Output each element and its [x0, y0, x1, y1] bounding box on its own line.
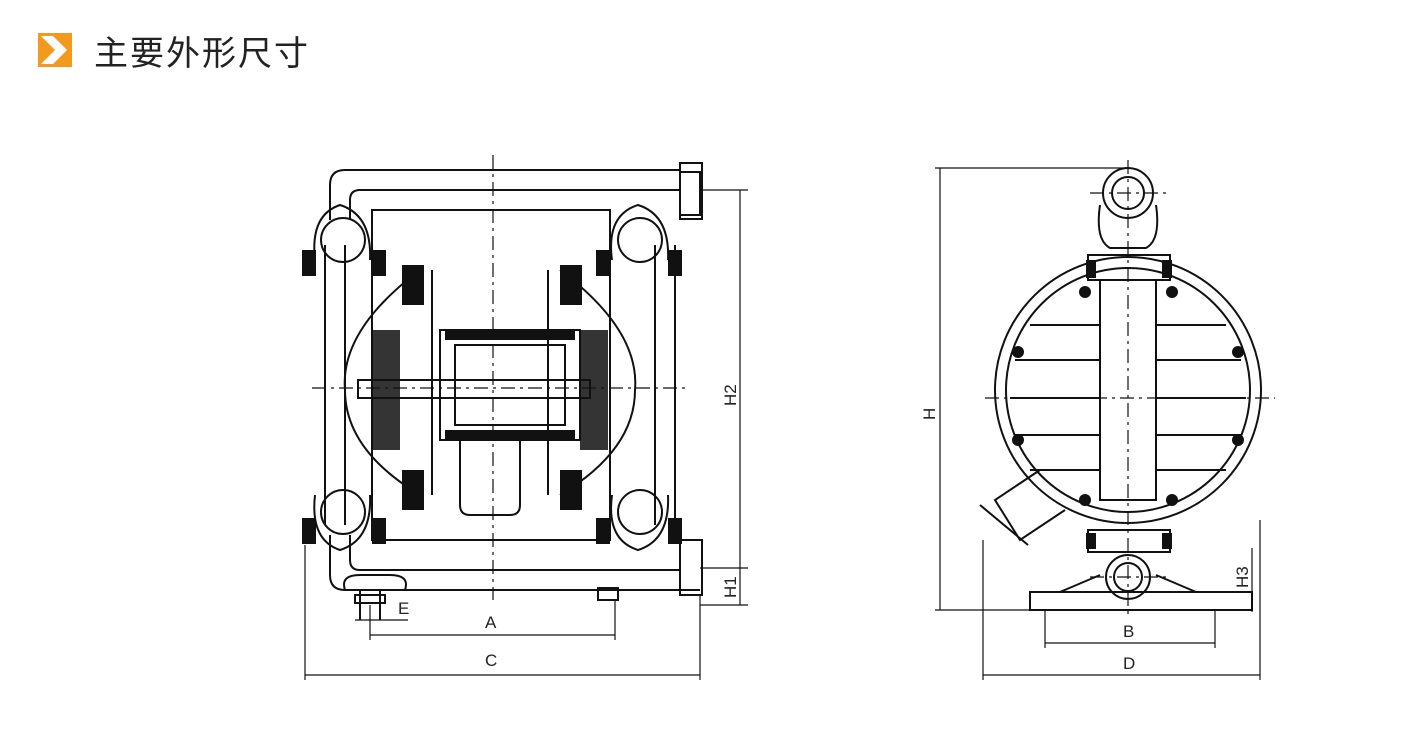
front-view-pump: [313, 162, 703, 620]
dim-label-e: E: [398, 599, 409, 618]
dim-label-h1: H1: [721, 576, 740, 598]
dim-label-h: H: [920, 408, 939, 420]
section-header: 主要外形尺寸: [38, 28, 310, 74]
side-view-bolts: [1012, 260, 1244, 549]
dim-label-h3: H3: [1233, 566, 1252, 588]
dim-label-d: D: [1123, 654, 1135, 673]
side-view-dimension-lines: [935, 167, 1261, 680]
section-title: 主要外形尺寸: [94, 33, 310, 74]
side-view-pump: [979, 167, 1262, 611]
dim-label-b: B: [1123, 622, 1134, 641]
dim-label-a: A: [485, 613, 497, 632]
dim-label-c: C: [485, 651, 497, 670]
front-view-dimension-lines: [304, 189, 748, 680]
side-view-centerlines: [985, 160, 1275, 615]
front-view-centerlines: [312, 155, 690, 600]
chevron-right-icon: [38, 33, 72, 67]
front-view-clamps: [302, 250, 682, 544]
dim-label-h2: H2: [721, 384, 740, 406]
